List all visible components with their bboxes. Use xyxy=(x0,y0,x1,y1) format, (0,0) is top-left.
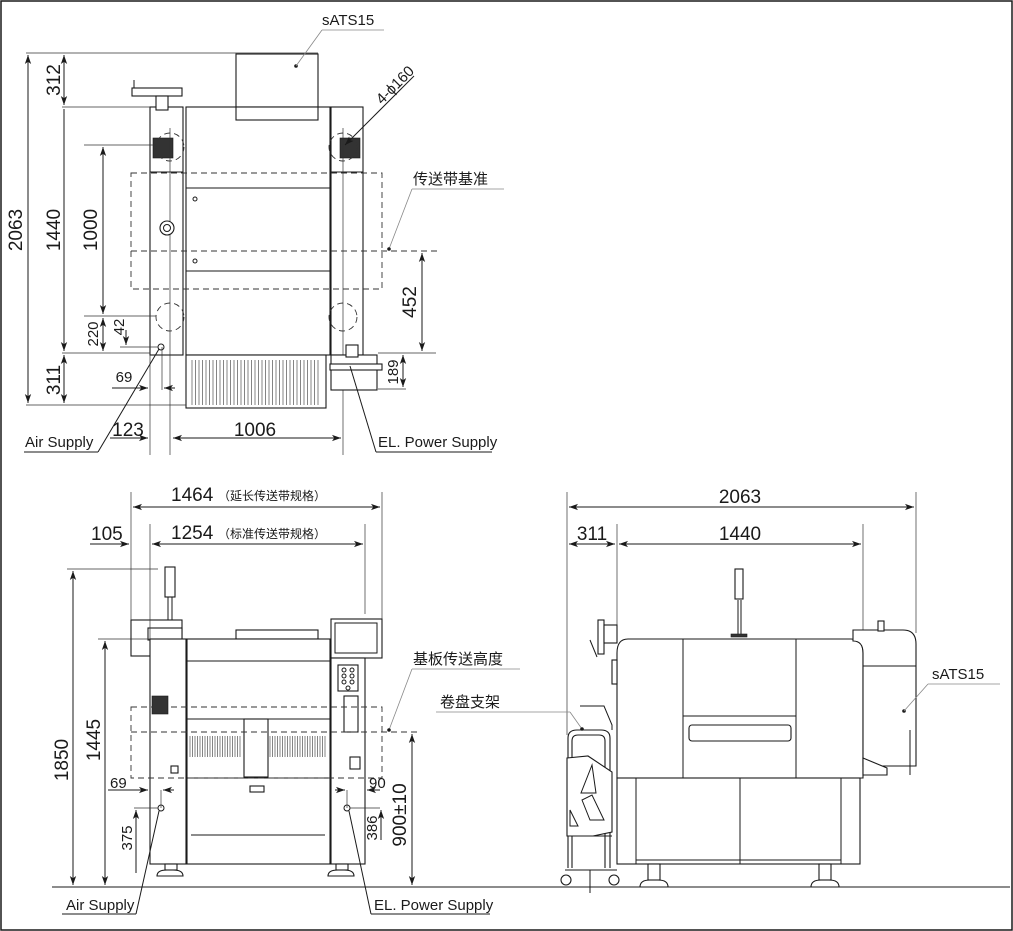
callout-power-supply-front: EL. Power Supply xyxy=(374,897,494,914)
callout-air-supply-top: Air Supply xyxy=(25,434,94,451)
lower-cabinet xyxy=(616,777,861,865)
dim-width: 1006 xyxy=(234,420,276,441)
callout-air-supply-front: Air Supply xyxy=(66,897,135,914)
foot xyxy=(639,879,669,888)
dim-hole-to-edge: 220 xyxy=(85,321,102,346)
dim-overall-height: 1850 xyxy=(52,739,73,781)
dim-rear-length: 311 xyxy=(577,524,607,545)
dim-air-height: 375 xyxy=(119,825,136,850)
callout-conveyor-ref: 传送带基准 xyxy=(413,170,488,188)
dim-conveyor-height: 900±10 xyxy=(390,783,411,846)
dim-extended-width: 1464 xyxy=(171,485,214,506)
control-panel xyxy=(337,664,359,692)
callout-feeder-top: sATS15 xyxy=(322,12,374,29)
foot xyxy=(810,879,840,888)
head-unit xyxy=(243,718,269,778)
foot xyxy=(327,869,355,877)
dim-power-y: 189 xyxy=(385,359,402,384)
switch-icon xyxy=(349,756,361,770)
vent-front xyxy=(151,695,169,715)
reel-holder-cart xyxy=(560,705,620,893)
dim-feeder-depth: 312 xyxy=(44,64,65,96)
callout-reel-holder: 卷盘支架 xyxy=(440,693,500,711)
feeder-grate xyxy=(191,360,319,405)
vent-left xyxy=(152,137,174,159)
signal-tower xyxy=(164,566,176,598)
machine-body-top xyxy=(185,106,331,356)
feeder-bank xyxy=(185,354,327,409)
front-view: 1464 （延长传送带规格） 1254 （标准传送带规格） 105 1850 1… xyxy=(52,485,1010,915)
callout-feeder-side: sATS15 xyxy=(932,666,984,683)
signal-tower xyxy=(734,568,744,600)
callout-power-supply-top: EL. Power Supply xyxy=(378,434,498,451)
dim-air-y: 42 xyxy=(111,319,128,336)
dial-icon xyxy=(159,220,175,236)
side-view: 2063 311 1440 xyxy=(436,487,1000,893)
dim-body-length: 1440 xyxy=(719,524,761,545)
dim-overall-depth: 2063 xyxy=(6,209,27,251)
dim-extended-note: （延长传送带规格） xyxy=(218,488,326,503)
caster-wheel xyxy=(608,874,620,886)
dim-left-offset: 123 xyxy=(112,420,144,441)
dim-standard-width: 1254 xyxy=(171,523,214,544)
callout-board-height: 基板传送高度 xyxy=(413,650,503,668)
dim-body-height: 1445 xyxy=(84,719,105,761)
foot xyxy=(156,869,184,877)
dim-conveyor-ref: 452 xyxy=(400,286,421,318)
dim-air-x: 69 xyxy=(116,369,133,386)
machine-body-side xyxy=(616,638,864,779)
dim-power-x: 90 xyxy=(369,775,386,792)
dim-body-depth: 1440 xyxy=(44,209,65,251)
conveyor-grate xyxy=(189,736,326,757)
dim-overall-length: 2063 xyxy=(719,487,761,508)
dim-hole-pitch: 1000 xyxy=(81,209,102,251)
caster-wheel xyxy=(560,874,572,886)
callout-holes: 4-ϕ160 xyxy=(373,63,418,108)
dim-power-height: 386 xyxy=(364,815,381,840)
left-frame xyxy=(149,638,187,865)
window-slot xyxy=(688,724,792,742)
sats15-feeder xyxy=(852,629,917,767)
dim-standard-note: （标准传送带规格） xyxy=(218,526,326,541)
dim-rear-depth: 311 xyxy=(44,365,65,395)
conveyor-reference-zone xyxy=(130,172,383,290)
dim-air-x-front: 69 xyxy=(110,775,127,792)
monitor xyxy=(330,618,383,659)
top-view: 2063 312 1440 1000 220 42 311 69 452 189… xyxy=(6,12,504,455)
dim-left-offset-front: 105 xyxy=(91,524,123,545)
